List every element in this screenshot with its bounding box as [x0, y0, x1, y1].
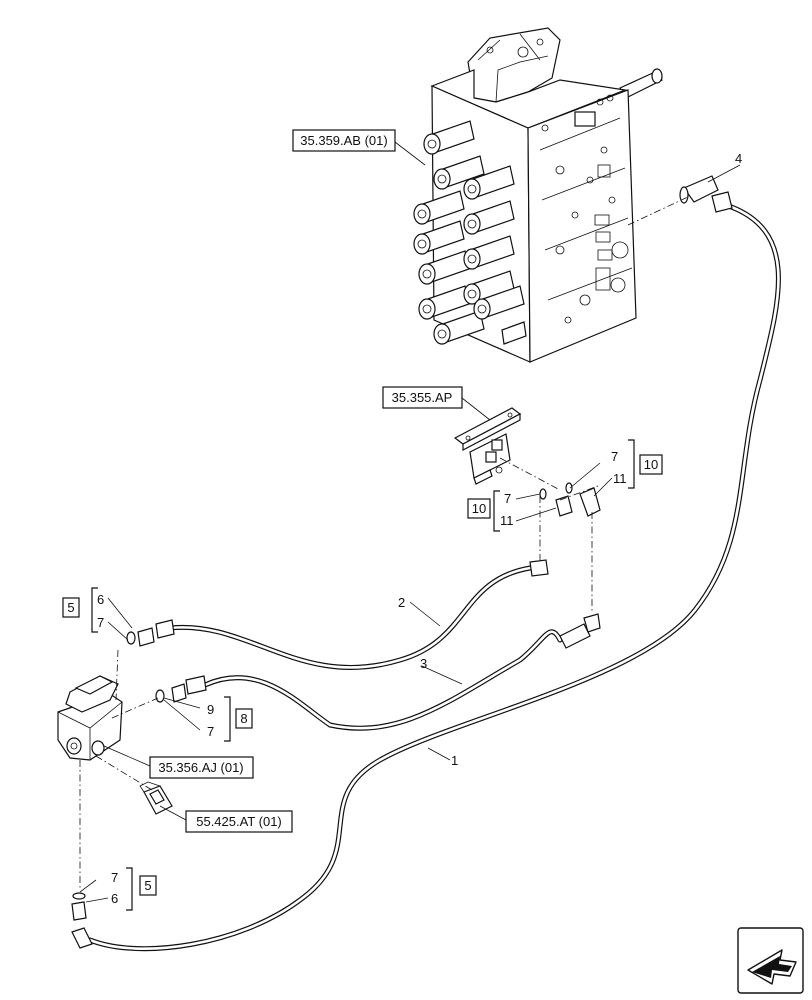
bracket — [453, 407, 522, 485]
callout-group-10-right[interactable]: 10 — [644, 457, 658, 472]
solenoid-cartridge — [418, 285, 470, 320]
solenoid-cartridge — [433, 155, 485, 190]
direction-arrow-icon[interactable] — [737, 927, 804, 994]
ref-box-bracket[interactable]: 35.355.AP — [382, 386, 463, 409]
solenoid-cartridge-bank — [413, 120, 525, 345]
solenoid-cartridge — [463, 200, 515, 235]
svg-text:11: 11 — [500, 513, 514, 528]
callout-group-5-top[interactable]: 5 — [67, 600, 74, 615]
svg-text:35.355.AP: 35.355.AP — [392, 390, 453, 405]
ref-box-pedal-valve[interactable]: 35.356.AJ (01) — [149, 756, 254, 779]
svg-text:7: 7 — [504, 491, 511, 506]
pedal-valve-body — [57, 675, 123, 761]
svg-text:9: 9 — [207, 702, 214, 717]
solenoid-cartridge — [463, 270, 515, 305]
svg-text:7: 7 — [207, 724, 214, 739]
svg-text:55.425.AT (01): 55.425.AT (01) — [196, 814, 282, 829]
solenoid-cartridge — [423, 120, 475, 155]
callout-hose-3[interactable]: 3 — [420, 656, 427, 671]
ref-box-valve[interactable]: 35.359.AB (01) — [292, 129, 396, 152]
svg-text:7: 7 — [111, 870, 118, 885]
svg-text:6: 6 — [111, 891, 118, 906]
hose-2 — [167, 565, 533, 671]
callout-group-10-left[interactable]: 10 — [472, 501, 486, 516]
svg-text:7: 7 — [97, 615, 104, 630]
callout-group-8[interactable]: 8 — [240, 711, 247, 726]
ref-box-sensor[interactable]: 55.425.AT (01) — [185, 810, 293, 833]
solenoid-cartridge — [433, 310, 485, 345]
solenoid-cartridge — [413, 220, 465, 255]
svg-text:6: 6 — [97, 592, 104, 607]
solenoid-cartridge — [463, 235, 515, 270]
hose-fittings — [71, 175, 733, 949]
solenoid-cartridge — [463, 165, 515, 200]
callout-brackets — [91, 439, 635, 911]
callout-hose-2[interactable]: 2 — [398, 595, 405, 610]
callout-numbers: 1 2 3 4 5 6 7 8 9 7 5 7 6 10 7 11 10 7 1… — [62, 151, 742, 906]
leader-lines — [79, 141, 741, 903]
solenoid-cartridge — [413, 190, 465, 225]
hose-3 — [202, 629, 563, 731]
pressure-sensor — [139, 781, 173, 815]
svg-text:35.356.AJ (01): 35.356.AJ (01) — [158, 760, 243, 775]
svg-text:35.359.AB (01): 35.359.AB (01) — [300, 133, 387, 148]
callout-group-5-bot[interactable]: 5 — [144, 878, 151, 893]
callout-hose-1[interactable]: 1 — [451, 753, 458, 768]
assembly-center-lines — [79, 195, 691, 890]
callout-elbow-4[interactable]: 4 — [735, 151, 742, 166]
solenoid-cartridge — [473, 285, 525, 320]
solenoid-cartridge — [418, 250, 470, 285]
svg-text:11: 11 — [613, 471, 627, 486]
svg-text:7: 7 — [611, 449, 618, 464]
hose-1 — [87, 202, 781, 952]
